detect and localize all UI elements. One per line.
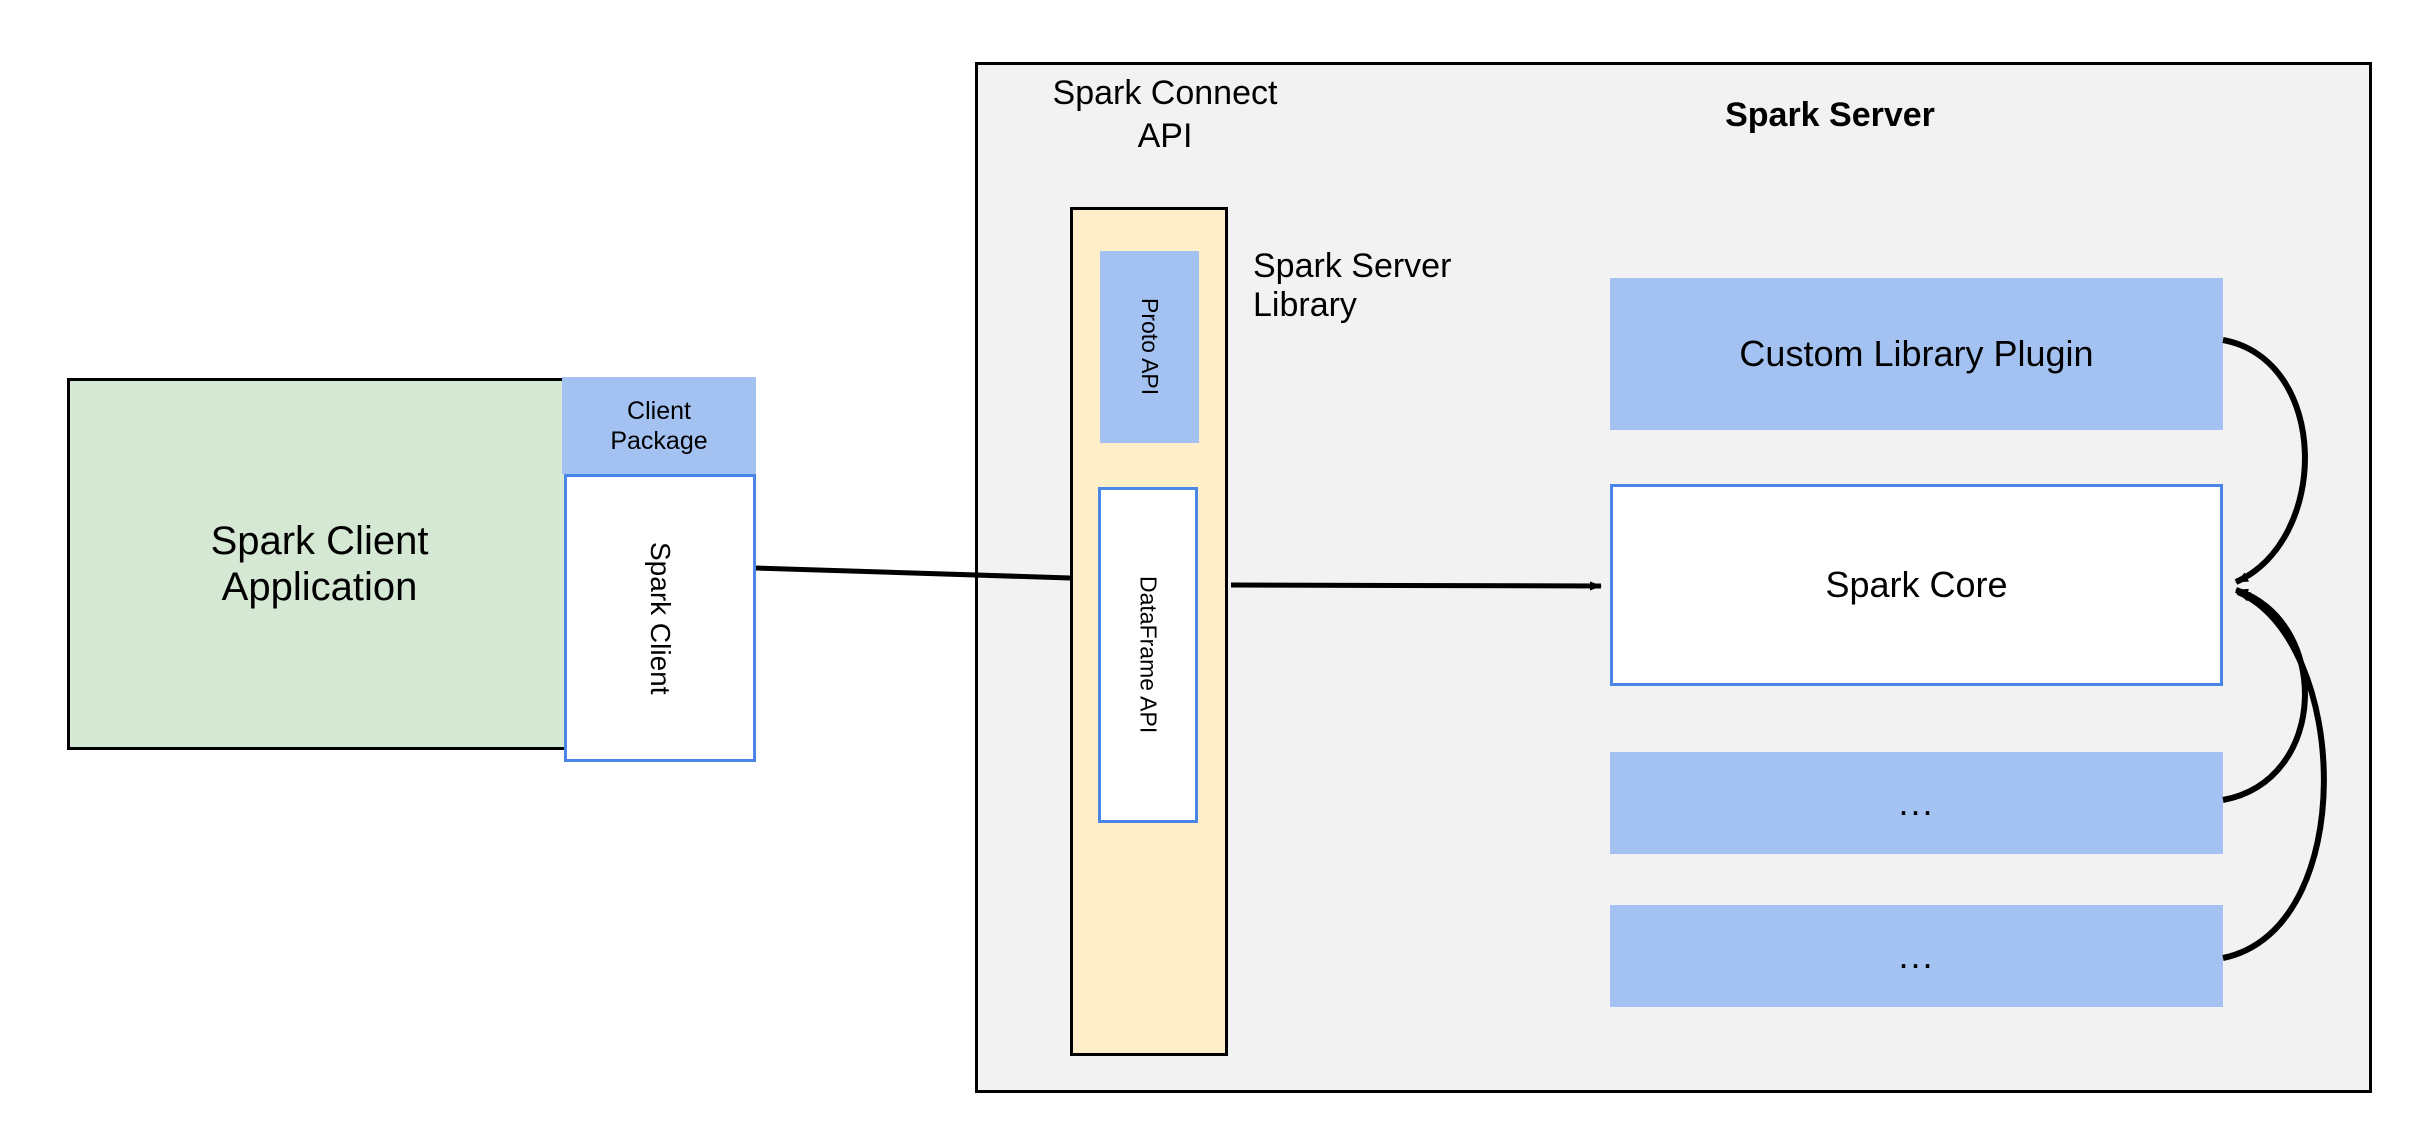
server-ellipsis-label-2: ...: [1898, 935, 1935, 976]
spark-core-label: Spark Core: [1825, 564, 2008, 605]
dataframe-api-box: DataFrame API: [1098, 487, 1198, 823]
client-package-box: Client Package: [562, 377, 756, 474]
spark-client-application-label: Spark Client Application: [210, 518, 429, 609]
spark-client-box: Spark Client: [564, 474, 756, 762]
custom-library-plugin-label: Custom Library Plugin: [1739, 333, 2094, 374]
dataframe-api-label: DataFrame API: [1135, 576, 1162, 734]
spark-server-title: Spark Server: [1725, 96, 1935, 134]
spark-client-application-box: Spark Client Application: [67, 378, 572, 750]
proto-api-box: Proto API: [1100, 251, 1199, 443]
spark-server-library-label: Spark Server Library: [1253, 247, 1452, 325]
spark-core-box: Spark Core: [1610, 484, 2223, 686]
client-package-label: Client Package: [610, 396, 708, 455]
spark-client-label: Spark Client: [645, 541, 676, 695]
server-ellipsis-box-2: ...: [1610, 905, 2223, 1007]
server-ellipsis-label-1: ...: [1898, 782, 1935, 823]
custom-library-plugin-box: Custom Library Plugin: [1610, 278, 2223, 430]
server-ellipsis-box-1: ...: [1610, 752, 2223, 854]
spark-connect-api-label: Spark Connect API: [1052, 74, 1278, 155]
proto-api-label: Proto API: [1137, 298, 1163, 396]
